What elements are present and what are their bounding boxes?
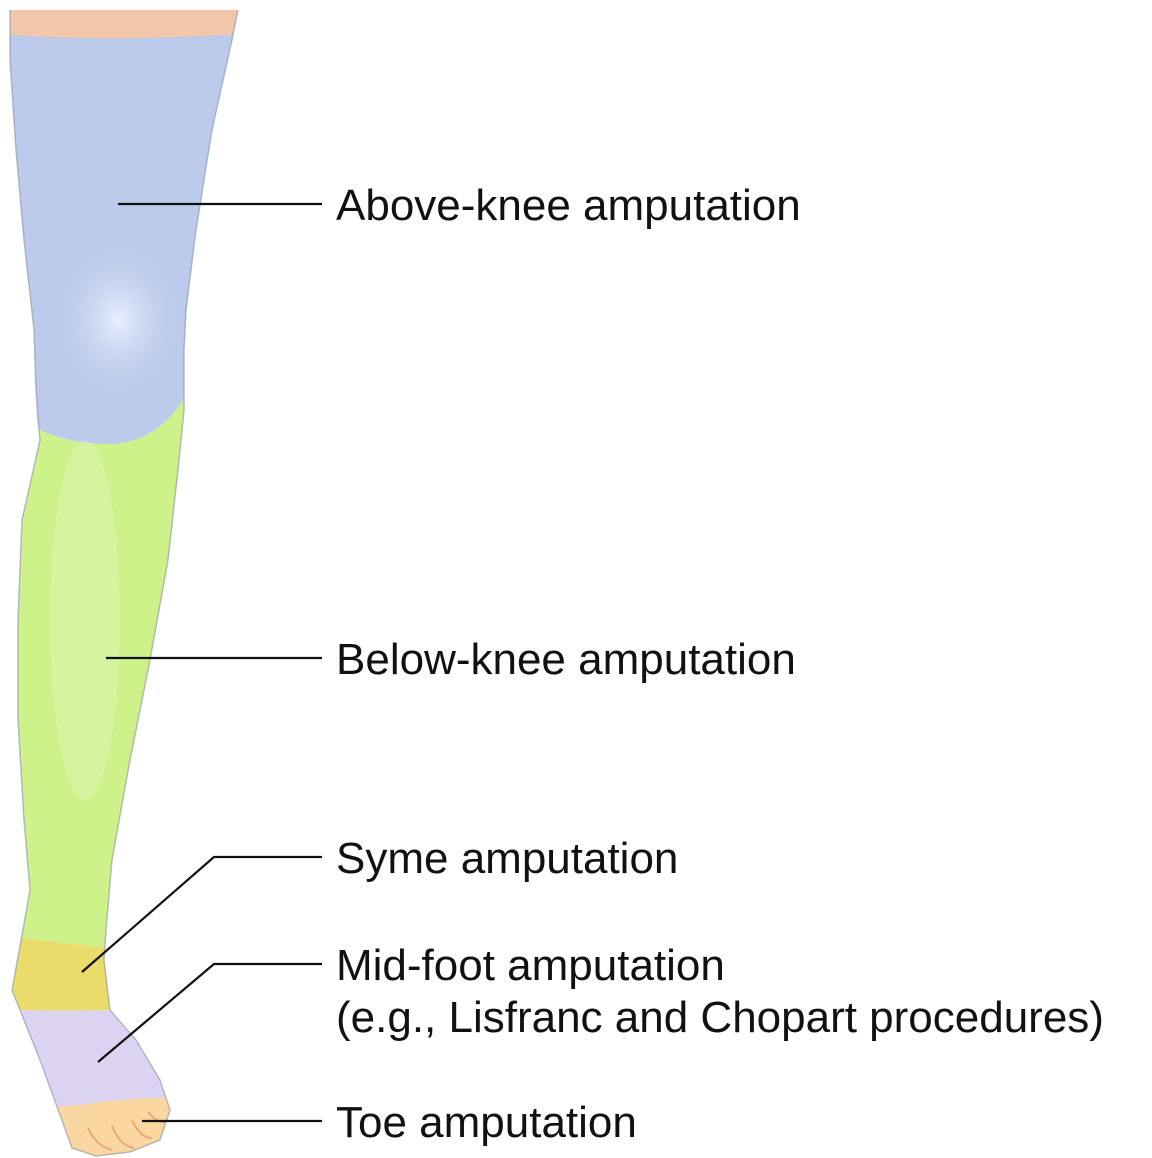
toe-region <box>0 1097 300 1158</box>
kneecap-highlight <box>53 240 183 400</box>
midfoot-examples-label: (e.g., Lisfranc and Chopart procedures) <box>336 996 1104 1040</box>
skin-region <box>0 0 300 42</box>
syme-region <box>0 935 300 1010</box>
toe-label: Toe amputation <box>336 1101 637 1145</box>
below-knee-label: Below-knee amputation <box>336 638 796 682</box>
midfoot-label: Mid-foot amputation <box>336 944 725 988</box>
midfoot-region <box>0 1005 300 1110</box>
shin-highlight <box>50 440 120 800</box>
above-knee-label: Above-knee amputation <box>336 184 801 228</box>
syme-leader <box>82 857 322 972</box>
syme-label: Syme amputation <box>336 837 678 881</box>
below-knee-region <box>0 395 300 952</box>
